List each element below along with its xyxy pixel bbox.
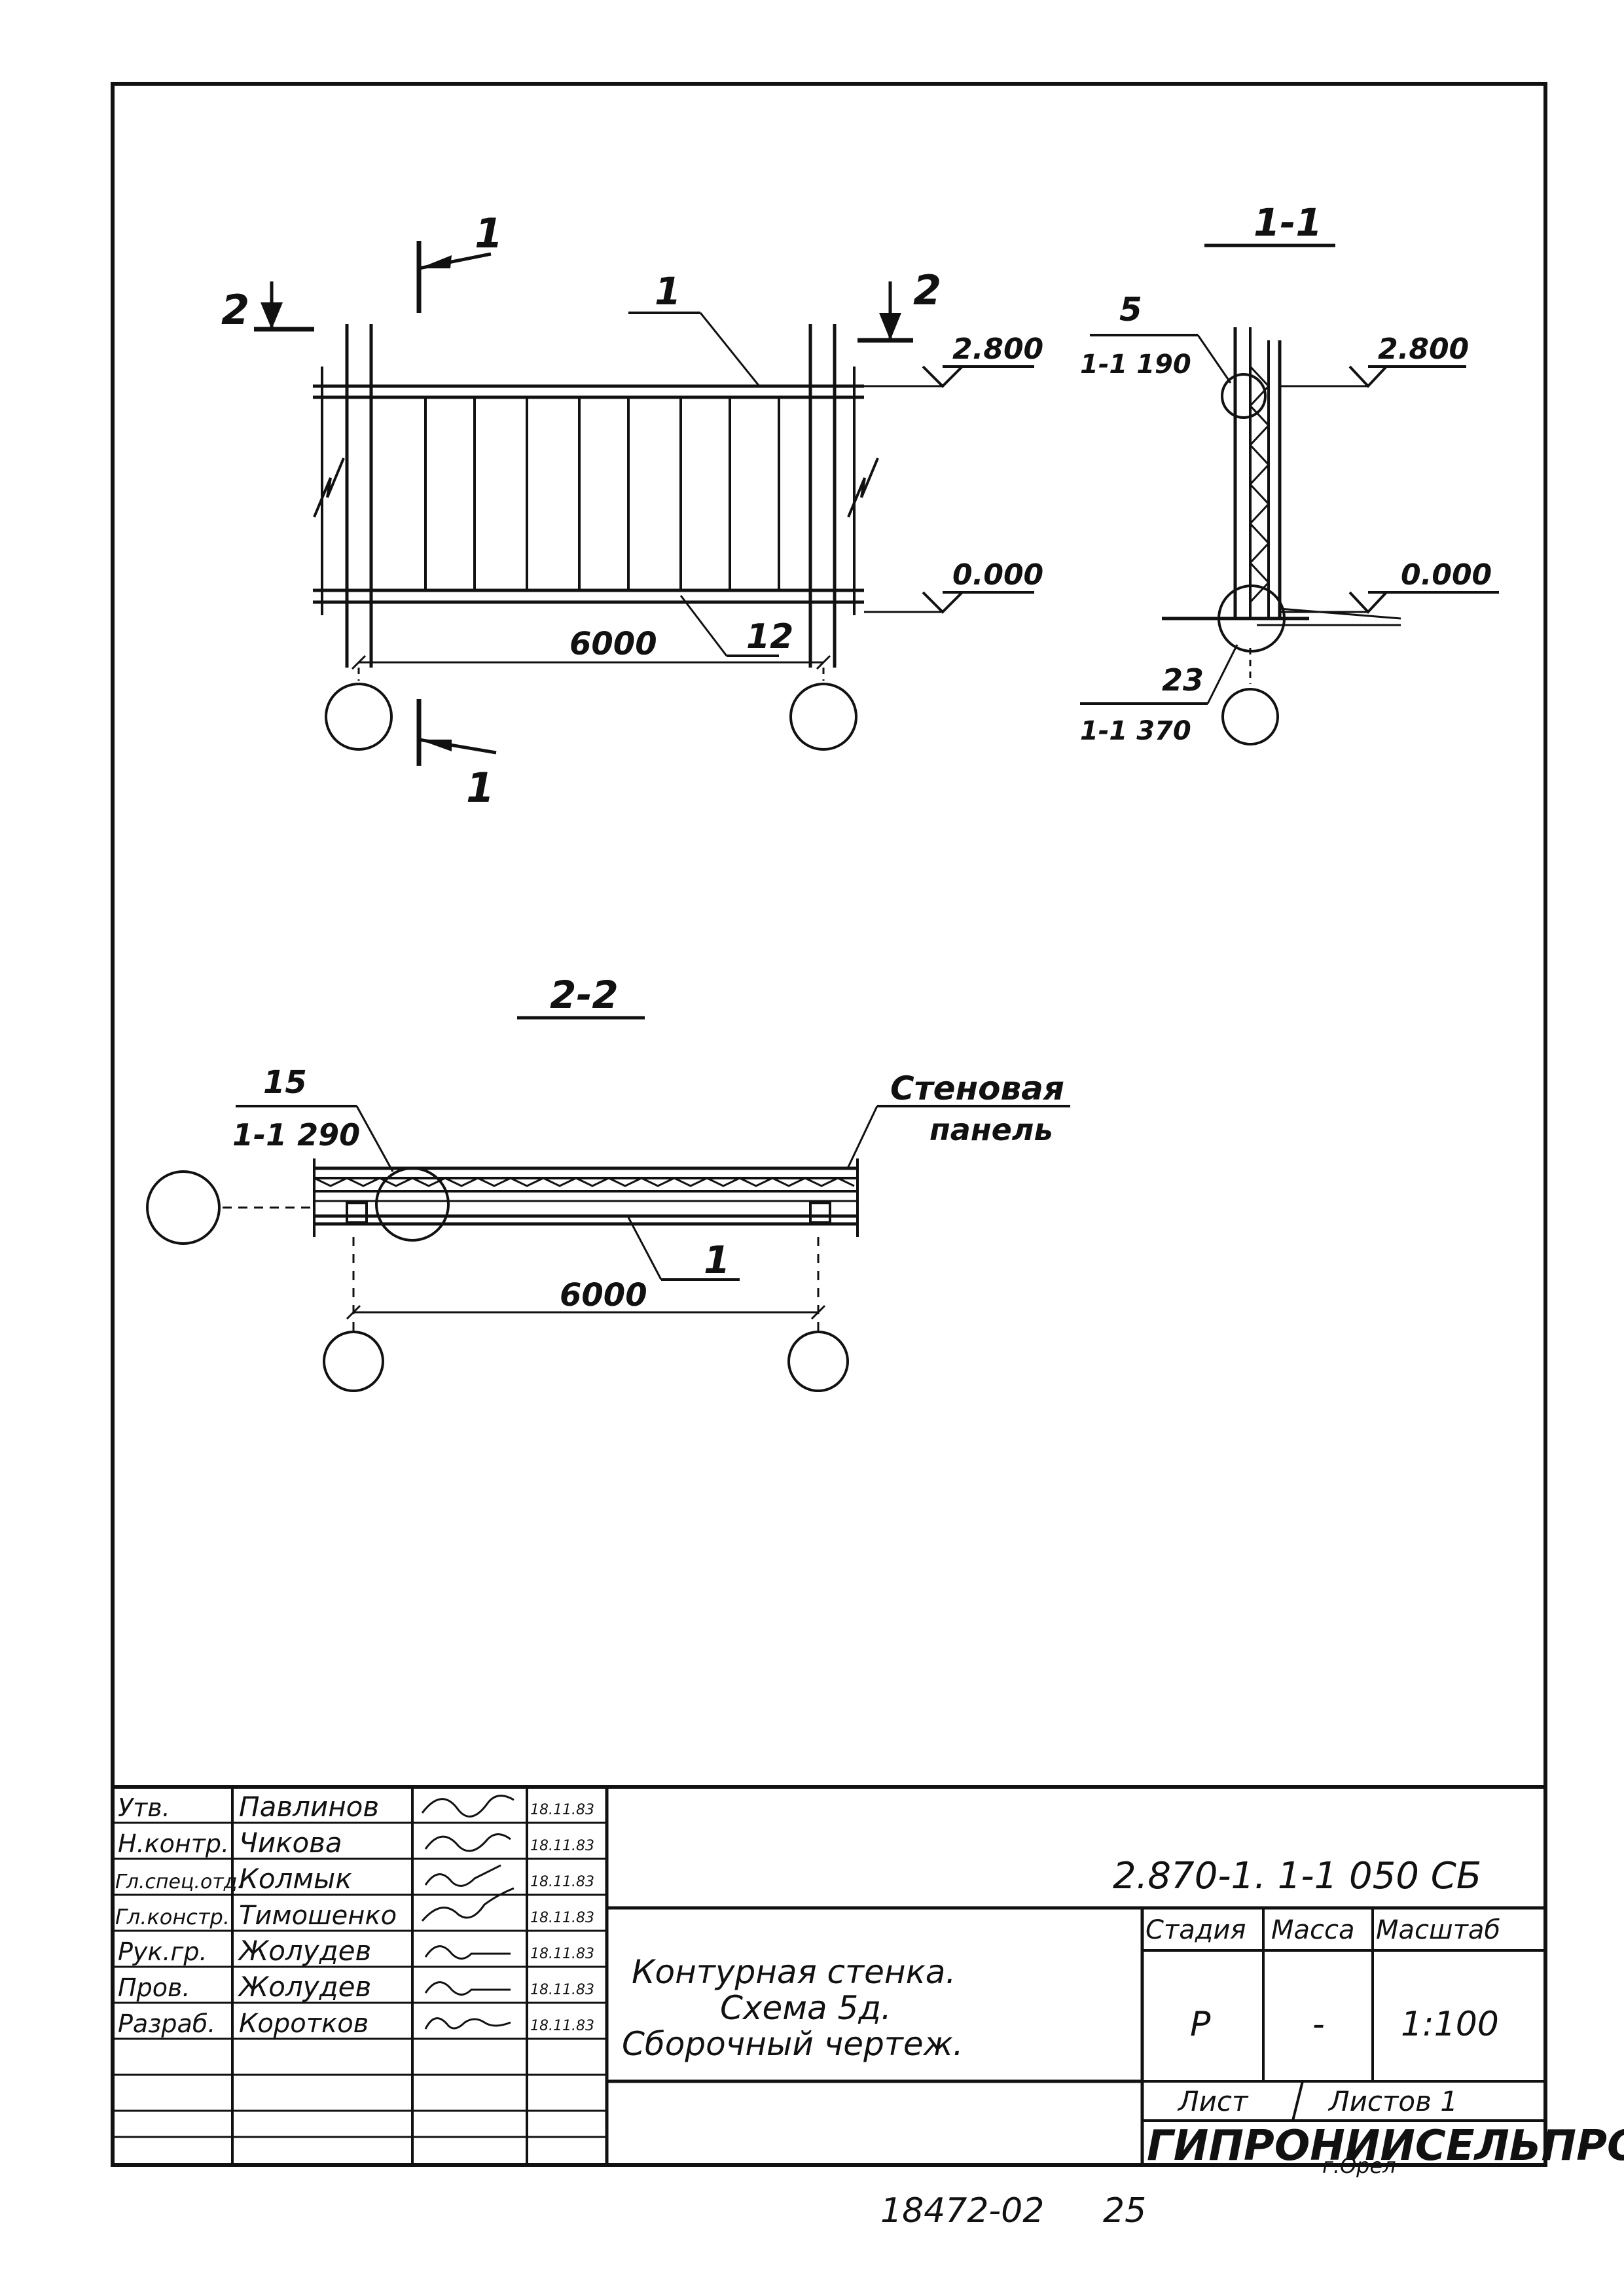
sheets-count-label: Листов 1	[1327, 2085, 1458, 2117]
title-block	[111, 1785, 1545, 2165]
signature-date: 18.11.83	[530, 1910, 594, 1926]
signature-role: Утв.	[118, 1793, 170, 1822]
signature-role: Пров.	[118, 1973, 190, 2002]
drawing-title-line: Схема 5д.	[720, 1989, 892, 2027]
position-label: 12	[746, 617, 793, 656]
level-label: 2.800	[1378, 332, 1469, 366]
signature-name: Колмык	[239, 1863, 352, 1895]
drawing-title-line: Контурная стенка.	[632, 1953, 956, 1991]
section-2-2-view	[146, 1105, 1070, 1392]
signature-date: 18.11.83	[530, 1946, 594, 1962]
signature-role: Н.контр.	[118, 1829, 229, 1858]
signature-role: Гл.спец.отд.	[115, 1871, 244, 1893]
mass-value: -	[1312, 2005, 1325, 2044]
signature-row: Пров. Жолудев 18.11.83	[118, 1971, 594, 2003]
signature-scribble	[424, 1864, 501, 1887]
organization-name: ГИПРОНИИСЕЛЬПРОМ	[1147, 2122, 1624, 2170]
callout-reference: 1-1 190	[1080, 350, 1191, 380]
signature-row: Гл.спец.отд. Колмык 18.11.83	[115, 1863, 594, 1895]
signature-scribble	[421, 1795, 514, 1818]
stage-header: Стадия	[1146, 1915, 1246, 1945]
stage-value: Р	[1190, 2005, 1211, 2044]
signature-row: Рук.гр. Жолудев 18.11.83	[118, 1935, 594, 1967]
scale-value: 1:100	[1401, 2005, 1499, 2044]
signature-name: Тимошенко	[239, 1901, 397, 1931]
callout-number: 23	[1162, 662, 1204, 698]
level-label: 2.800	[952, 332, 1043, 366]
section-mark-label: 1	[466, 764, 494, 812]
section-title: 1-1	[1254, 200, 1322, 245]
sheet-frame	[111, 82, 1547, 2167]
organization-city: г.Орел	[1322, 2153, 1396, 2178]
signature-row: Гл.констр. Тимошенко 18.11.83	[115, 1887, 594, 1931]
section-title: 2-2	[550, 973, 619, 1017]
dimension-label: 6000	[569, 626, 657, 662]
callout-number: 5	[1119, 291, 1142, 329]
dimension-label: 6000	[560, 1277, 647, 1314]
grid-axis-bubble	[323, 1331, 384, 1392]
callout-number: 15	[263, 1064, 307, 1101]
signature-row: Разраб. Коротков 18.11.83	[118, 2009, 594, 2039]
signature-date: 18.11.83	[530, 2018, 594, 2034]
signature-date: 18.11.83	[530, 1874, 594, 1890]
section-mark-label: 2	[913, 266, 941, 314]
page-number: 25	[1103, 2191, 1146, 2231]
grid-axis-bubble	[325, 683, 393, 751]
mass-header: Масса	[1271, 1915, 1355, 1945]
level-label: 0.000	[952, 558, 1043, 592]
grid-axis-bubble	[787, 1331, 849, 1392]
section-mark-label: 2	[221, 286, 249, 334]
detail-callout-circle	[1218, 584, 1286, 653]
signature-name: Жолудев	[237, 1935, 371, 1967]
signature-role: Гл.констр.	[115, 1905, 230, 1929]
detail-callout-circle	[1221, 373, 1267, 419]
wall-panel-label: Стеновая	[890, 1069, 1064, 1107]
signature-role: Рук.гр.	[118, 1937, 208, 1966]
signature-name: Коротков	[239, 2009, 369, 2039]
signature-date: 18.11.83	[530, 1802, 594, 1818]
callout-reference: 1-1 290	[232, 1117, 360, 1153]
signature-name: Чикова	[239, 1827, 342, 1859]
signature-scribble	[424, 1981, 511, 1996]
signature-scribble	[424, 2017, 511, 2030]
signature-row: Н.контр. Чикова 18.11.83	[118, 1827, 594, 1859]
level-label: 0.000	[1401, 558, 1492, 592]
signature-date: 18.11.83	[530, 1982, 594, 1998]
section-1-1-view	[1080, 327, 1499, 745]
grid-axis-bubble	[789, 683, 857, 751]
elevation-view	[254, 241, 1034, 766]
signature-scribble	[424, 1945, 511, 1960]
signature-scribble	[421, 1887, 514, 1922]
signature-row: Утв. Павлинов 18.11.83	[118, 1791, 594, 1823]
signature-date: 18.11.83	[530, 1838, 594, 1854]
signature-name: Павлинов	[239, 1791, 379, 1823]
section-mark-label: 1	[475, 209, 503, 257]
callout-reference: 1-1 370	[1080, 716, 1191, 746]
position-label: 1	[704, 1238, 730, 1282]
drawing-title-line: Сборочный чертеж.	[622, 2025, 964, 2063]
inventory-number: 18472-02	[880, 2191, 1044, 2231]
sheet-label: Лист	[1177, 2085, 1249, 2117]
wall-panel-label: панель	[929, 1112, 1053, 1147]
signature-role: Разраб.	[118, 2009, 215, 2038]
scale-header: Масштаб	[1376, 1915, 1500, 1945]
document-code: 2.870-1. 1-1 050 СБ	[1113, 1855, 1481, 1897]
signature-scribble	[424, 1833, 511, 1852]
position-label: 1	[655, 269, 681, 314]
detail-callout-circle	[375, 1167, 450, 1242]
signature-name: Жолудев	[237, 1971, 371, 2003]
grid-axis-bubble	[146, 1170, 221, 1245]
grid-axis-bubble	[1221, 688, 1279, 745]
